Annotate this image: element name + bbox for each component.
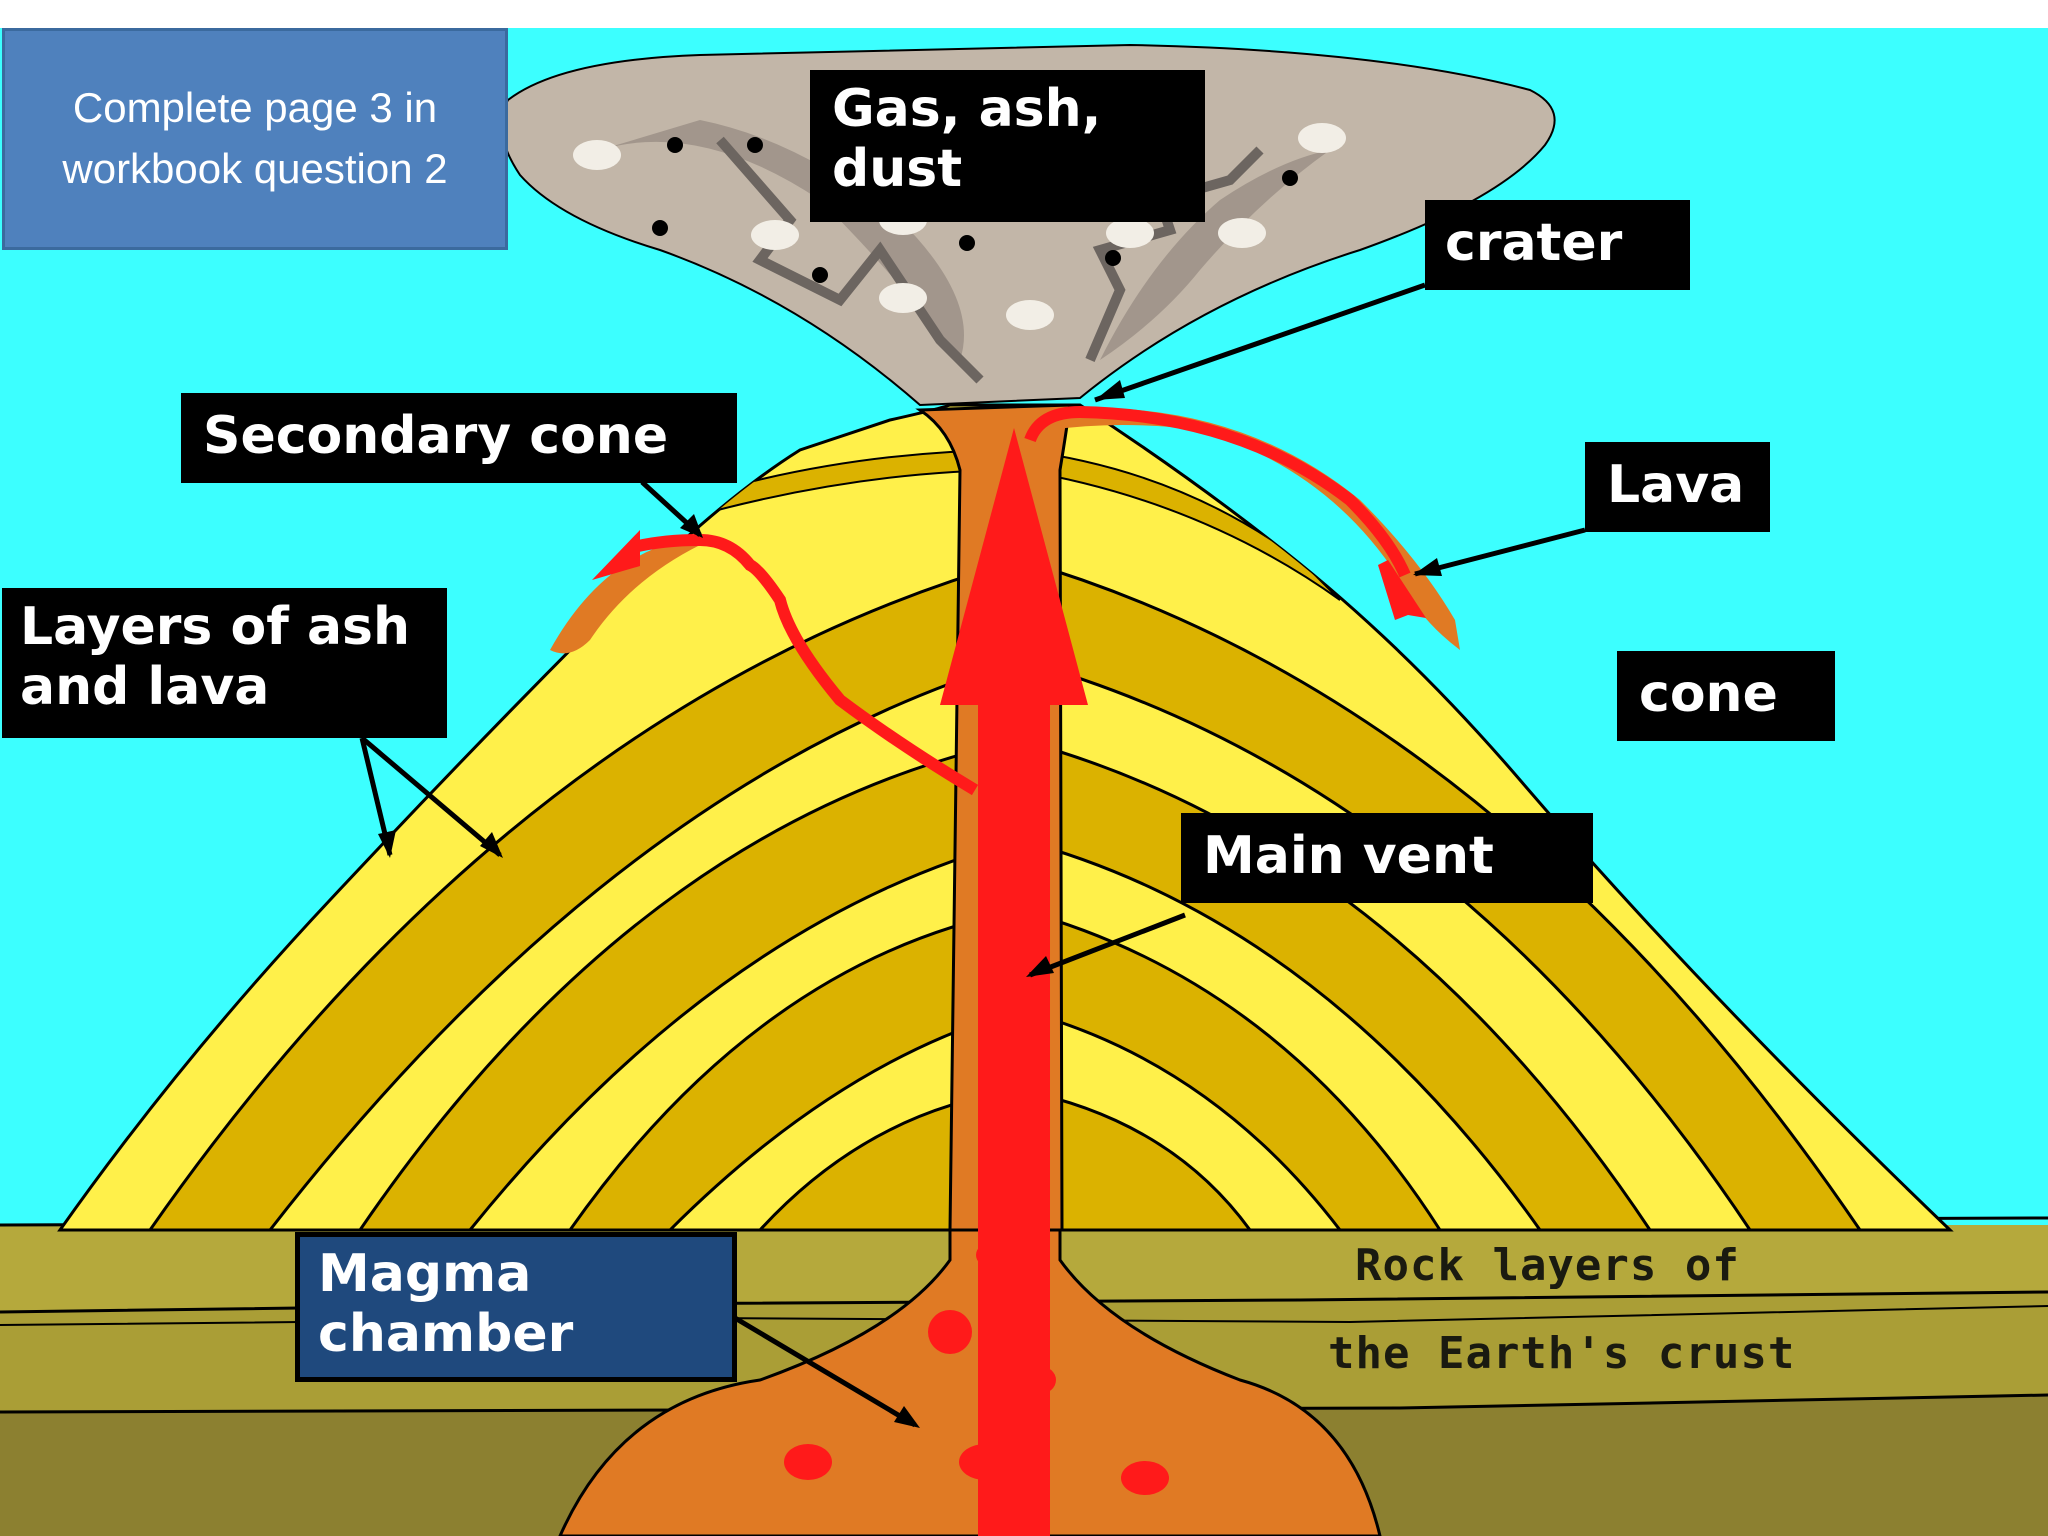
- crater-label-text: crater: [1445, 213, 1623, 273]
- secondary-cone-label: Secondary cone: [181, 393, 737, 483]
- pointer-heads: [378, 380, 1442, 1428]
- secondary-lava-arrowhead: [592, 530, 640, 580]
- magma-rise-arrow: [940, 428, 1088, 1536]
- lava-label: Lava: [1585, 442, 1770, 532]
- crust-label-line-2: the Earth's crust: [1328, 1328, 1796, 1379]
- lava-label-text: Lava: [1607, 455, 1745, 515]
- ash-cloud: [500, 43, 1556, 407]
- magma-label-line-2: chamber: [318, 1303, 574, 1364]
- gas-label-line-2: dust: [832, 138, 963, 199]
- instruction-line-2: workbook question 2: [62, 145, 448, 192]
- cone-label: cone: [1617, 651, 1835, 741]
- main-vent-label-text: Main vent: [1203, 826, 1494, 886]
- workbook-instruction-box: Complete page 3 in workbook question 2: [2, 28, 508, 250]
- crater-label: crater: [1425, 200, 1690, 290]
- lava-flows: [550, 405, 1460, 796]
- secondary-cone-label-text: Secondary cone: [203, 406, 669, 466]
- cone-label-text: cone: [1639, 664, 1778, 724]
- gas-label-line-1: Gas, ash,: [832, 79, 1102, 139]
- instruction-line-1: Complete page 3 in: [72, 84, 438, 132]
- layers-label-line-1: Layers of ash: [20, 597, 410, 657]
- layers-label-line-2: and lava: [20, 656, 270, 717]
- main-vent-label: Main vent: [1181, 813, 1593, 903]
- magma-label-line-1: Magma: [318, 1244, 532, 1304]
- lava-arrowhead: [1378, 560, 1426, 620]
- gas-ash-dust-label: Gas, ash,dust: [810, 70, 1205, 222]
- crust-label-line-1: Rock layers of: [1355, 1240, 1740, 1291]
